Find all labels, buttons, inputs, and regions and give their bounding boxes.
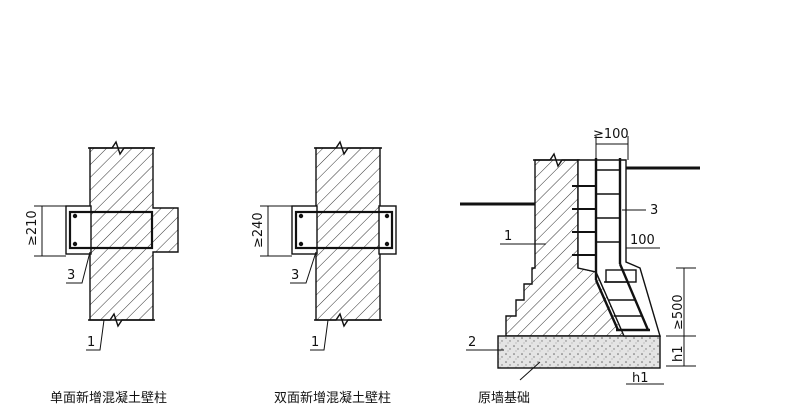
rebar-dot	[384, 241, 390, 247]
sloped-rebar	[618, 263, 650, 331]
rebar-cage	[294, 210, 394, 250]
dimension-label: ≥500	[671, 294, 686, 330]
break-line-top	[533, 152, 580, 168]
label-3: 3	[67, 268, 75, 283]
rebar-dot	[72, 241, 78, 247]
label-1: 1	[504, 229, 512, 244]
label-1: 1	[87, 335, 95, 350]
dimension-label: 100	[630, 233, 655, 248]
leader-line	[290, 251, 317, 284]
label-3: 3	[291, 268, 299, 283]
dimension-label: h1	[632, 371, 649, 386]
rebar-dot	[298, 241, 304, 247]
wall-section	[315, 147, 381, 321]
leader-line	[519, 361, 541, 381]
dimension-label: ≥240	[251, 212, 266, 248]
figure-caption: 双面新增混凝土壁柱	[274, 390, 391, 406]
rebar-cage	[68, 210, 154, 250]
leader-line	[310, 319, 329, 351]
figure-caption: 原墙基础	[478, 391, 530, 406]
rebar-dot	[72, 213, 78, 219]
dimension-label: ≥100	[593, 127, 629, 142]
rebar-dot	[298, 213, 304, 219]
new-concrete-pilaster-right	[378, 205, 397, 255]
figure-single-pilaster: ≥210 3 1 单面新增混凝土壁柱	[25, 140, 179, 406]
original-foundation-base	[497, 335, 661, 369]
label-3: 3	[650, 203, 658, 218]
label-2: 2	[468, 335, 476, 350]
break-line-bottom	[88, 312, 155, 328]
figure-double-pilaster: ≥240 3 1 双面新增混凝土壁柱	[251, 140, 397, 406]
rebar-detail	[605, 269, 637, 283]
leader-line	[66, 251, 91, 284]
break-line-top	[88, 140, 155, 156]
figure-foundation: ≥100 100 ≥500 h1 h1 3 1 2 原墙基础	[460, 127, 700, 406]
dimension-label: h1	[671, 345, 686, 362]
break-line-top	[314, 140, 382, 156]
figure-caption: 单面新增混凝土壁柱	[50, 390, 167, 406]
rebar-dot	[384, 213, 390, 219]
leader-line	[86, 319, 105, 351]
label-1: 1	[311, 335, 319, 350]
dimension-label: ≥210	[25, 210, 40, 246]
break-line-bottom	[314, 312, 382, 328]
sloped-rebar	[594, 279, 620, 331]
